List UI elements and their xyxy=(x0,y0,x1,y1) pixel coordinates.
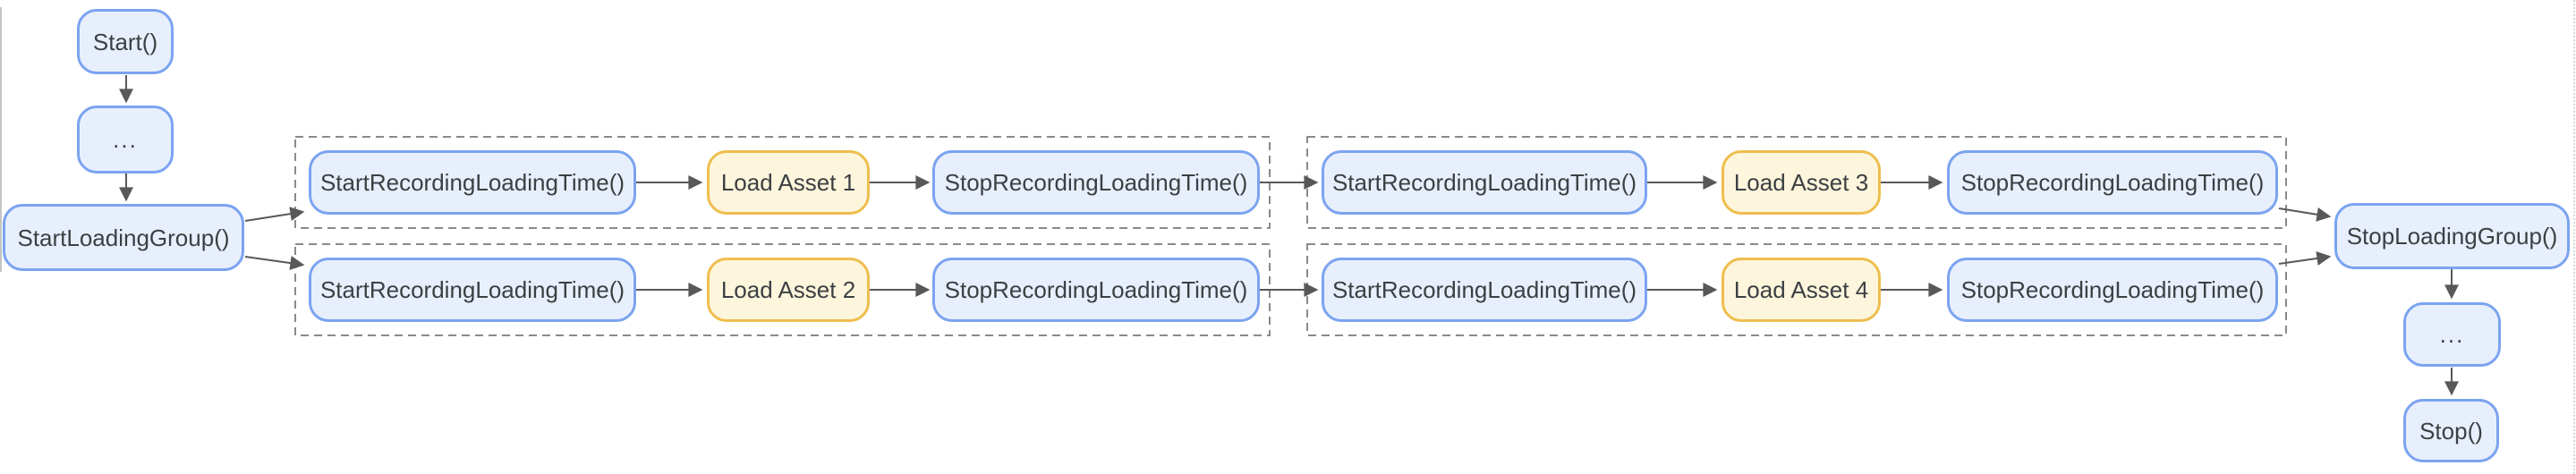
node-ellipsis-top: ... xyxy=(77,106,174,174)
node-batch1-lane1-load-asset-1: Load Asset 1 xyxy=(707,150,870,215)
edge-b2l1-to-stoploadinggroup xyxy=(2278,207,2332,222)
node-stop: Stop() xyxy=(2403,399,2499,462)
node-ellipsis-bottom: ... xyxy=(2403,302,2501,367)
node-start: Start() xyxy=(77,9,174,74)
node-start-loading-group: StartLoadingGroup() xyxy=(3,204,244,271)
node-batch2-lane2-start-recording: StartRecordingLoadingTime() xyxy=(1322,258,1647,322)
node-batch1-lane2-stop-recording: StopRecordingLoadingTime() xyxy=(932,258,1260,322)
node-batch1-lane1-stop-recording: StopRecordingLoadingTime() xyxy=(932,150,1260,215)
edge-slg-to-b1l1 xyxy=(244,207,305,222)
node-batch1-lane2-load-asset-2: Load Asset 2 xyxy=(707,258,870,322)
node-stop-loading-group: StopLoadingGroup() xyxy=(2334,203,2570,269)
canvas-right-edge xyxy=(2573,0,2575,474)
node-batch1-lane2-start-recording: StartRecordingLoadingTime() xyxy=(309,258,636,322)
node-batch2-lane2-load-asset-4: Load Asset 4 xyxy=(1722,258,1881,322)
node-batch2-lane1-start-recording: StartRecordingLoadingTime() xyxy=(1322,150,1647,215)
canvas-left-edge xyxy=(0,7,2,272)
edge-slg-to-b1l2 xyxy=(244,256,305,271)
node-batch2-lane2-stop-recording: StopRecordingLoadingTime() xyxy=(1947,258,2278,322)
edge-b2l2-to-stoploadinggroup xyxy=(2278,251,2332,266)
node-batch2-lane1-load-asset-3: Load Asset 3 xyxy=(1722,150,1881,215)
node-batch1-lane1-start-recording: StartRecordingLoadingTime() xyxy=(309,150,636,215)
node-batch2-lane1-stop-recording: StopRecordingLoadingTime() xyxy=(1947,150,2278,215)
